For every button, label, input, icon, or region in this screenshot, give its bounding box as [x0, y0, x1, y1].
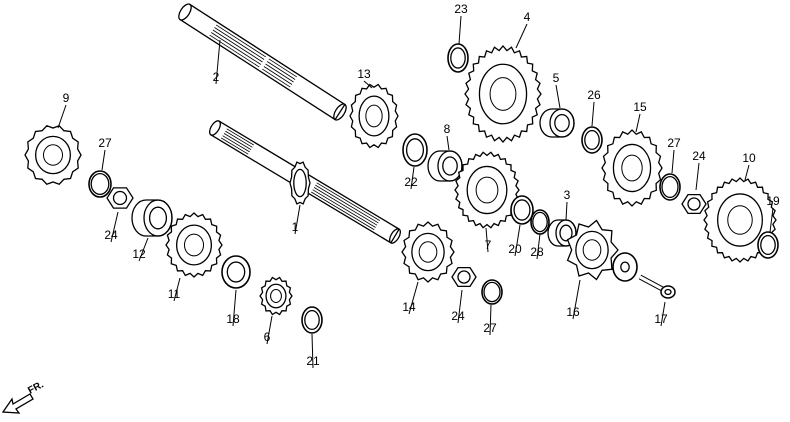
leader-line [769, 207, 774, 233]
leader-line [266, 315, 273, 345]
washer-24b [681, 193, 707, 215]
leader-line [311, 333, 314, 369]
leader-line [457, 289, 463, 324]
front-direction-indicator: FR. [1, 379, 46, 414]
part-number-label: 19 [766, 194, 780, 208]
part-number-label: 21 [306, 354, 320, 368]
part-number-label: 24 [451, 309, 465, 323]
leader-line [410, 166, 415, 190]
part-number-label: 6 [264, 330, 271, 344]
leader-line [671, 149, 675, 174]
leader-line [101, 149, 106, 171]
part-number-label: 7 [485, 238, 492, 252]
leader-line [458, 15, 462, 45]
leader-line [695, 162, 700, 191]
front-direction-label: FR. [26, 379, 46, 396]
leader-line [514, 224, 521, 257]
leader-line [110, 211, 119, 243]
part-number-label: 18 [226, 312, 240, 326]
part-number-label: 8 [444, 122, 451, 136]
bushing-12 [131, 199, 173, 237]
part-number-label: 16 [566, 305, 580, 319]
leader-line [660, 301, 666, 327]
part-number-label: 3 [564, 188, 571, 202]
part-number-label: 27 [483, 321, 497, 335]
part-number-label: 24 [104, 228, 118, 242]
part-number-label: 27 [98, 136, 112, 150]
leader-line [57, 104, 67, 129]
part-number-label: 9 [63, 91, 70, 105]
part-number-label: 5 [553, 71, 560, 85]
leader-line [363, 80, 373, 89]
sprocket-16 [566, 219, 619, 281]
washer-22 [402, 133, 428, 167]
washer-25 [612, 252, 638, 282]
part-number-label: 2 [213, 70, 220, 84]
clip-27c [481, 279, 503, 305]
countershaft-2 [178, 3, 347, 121]
part-number-label: 27 [667, 136, 681, 150]
washer-26 [581, 126, 603, 154]
leader-line [591, 101, 595, 127]
washer-24a [106, 187, 134, 209]
leader-line [555, 84, 561, 109]
part-number-label: 12 [132, 247, 146, 261]
leader-line [565, 201, 568, 221]
part-number-label: 15 [633, 100, 647, 114]
gear-7 [454, 151, 520, 229]
washer-23 [447, 43, 469, 73]
part-number-label: 22 [404, 175, 418, 189]
gear-13 [349, 83, 399, 149]
bushing-8 [427, 150, 463, 182]
leader-line [536, 233, 541, 260]
part-number-label: 26 [587, 88, 601, 102]
leader-line [294, 204, 301, 235]
part-number-label: 17 [654, 312, 668, 326]
part-number-label: 11 [168, 287, 181, 301]
washer-19 [757, 231, 779, 259]
part-number-label: 14 [402, 300, 416, 314]
gear-15 [601, 129, 663, 207]
part-number-label: 1 [292, 220, 299, 234]
leader-line [572, 279, 581, 320]
washer-24c [451, 266, 477, 288]
leader-line [485, 227, 489, 253]
part-number-label: 13 [357, 67, 371, 81]
part-number-label: 23 [454, 2, 468, 16]
clip-27b [659, 173, 681, 201]
leader-line [232, 289, 237, 327]
gear-9 [24, 125, 82, 185]
leader-line [515, 23, 528, 49]
part-number-label: 24 [692, 149, 706, 163]
part-number-label: 10 [742, 151, 756, 165]
leader-line [635, 113, 641, 133]
gear-11 [165, 212, 223, 278]
gear-14 [401, 221, 455, 283]
washer-21 [301, 306, 323, 334]
washer-20 [510, 195, 534, 225]
leader-line [408, 281, 419, 315]
mainshaft-gear-on-shaft [289, 161, 311, 205]
part-number-label: 4 [524, 10, 531, 24]
bolt-17 [638, 274, 676, 299]
leader-line [138, 237, 149, 262]
bushing-5 [539, 108, 575, 138]
leader-line [446, 135, 450, 151]
front-arrow-icon [1, 393, 34, 414]
leader-line [215, 39, 221, 85]
leader-line [173, 277, 181, 302]
gear-4 [464, 44, 542, 144]
clip-28 [530, 209, 550, 235]
leader-line [489, 304, 492, 336]
leader-line [744, 164, 750, 181]
gear-6 [259, 276, 293, 316]
part-number-label: 28 [530, 245, 544, 259]
clip-27a [88, 170, 112, 198]
part-number-label: 20 [508, 242, 522, 256]
washer-18 [221, 255, 251, 289]
